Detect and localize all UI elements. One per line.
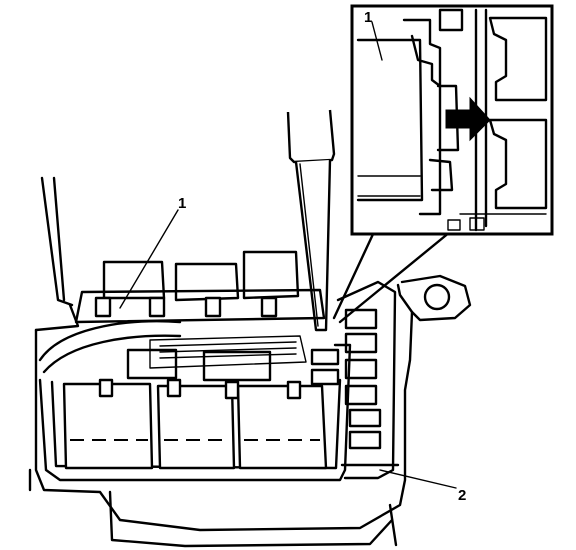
mini-fuse-stack	[310, 308, 382, 450]
inset-detail	[350, 4, 554, 236]
callout-2: 2	[458, 487, 466, 504]
callout-1: 1	[178, 195, 186, 212]
callout-2-leader	[379, 469, 457, 489]
screwdriver-tool	[286, 109, 336, 332]
fuse-block-housing	[28, 176, 472, 548]
inset-callout-1-leader	[371, 21, 383, 61]
wire-harness	[38, 320, 307, 382]
lower-relay-row	[62, 378, 328, 470]
inset-connector-lines	[332, 230, 452, 324]
inset-callout-1: 1	[364, 9, 372, 26]
callout-1-leader	[119, 209, 179, 309]
arrow-icon	[445, 96, 491, 142]
upper-relay-row	[74, 250, 326, 324]
